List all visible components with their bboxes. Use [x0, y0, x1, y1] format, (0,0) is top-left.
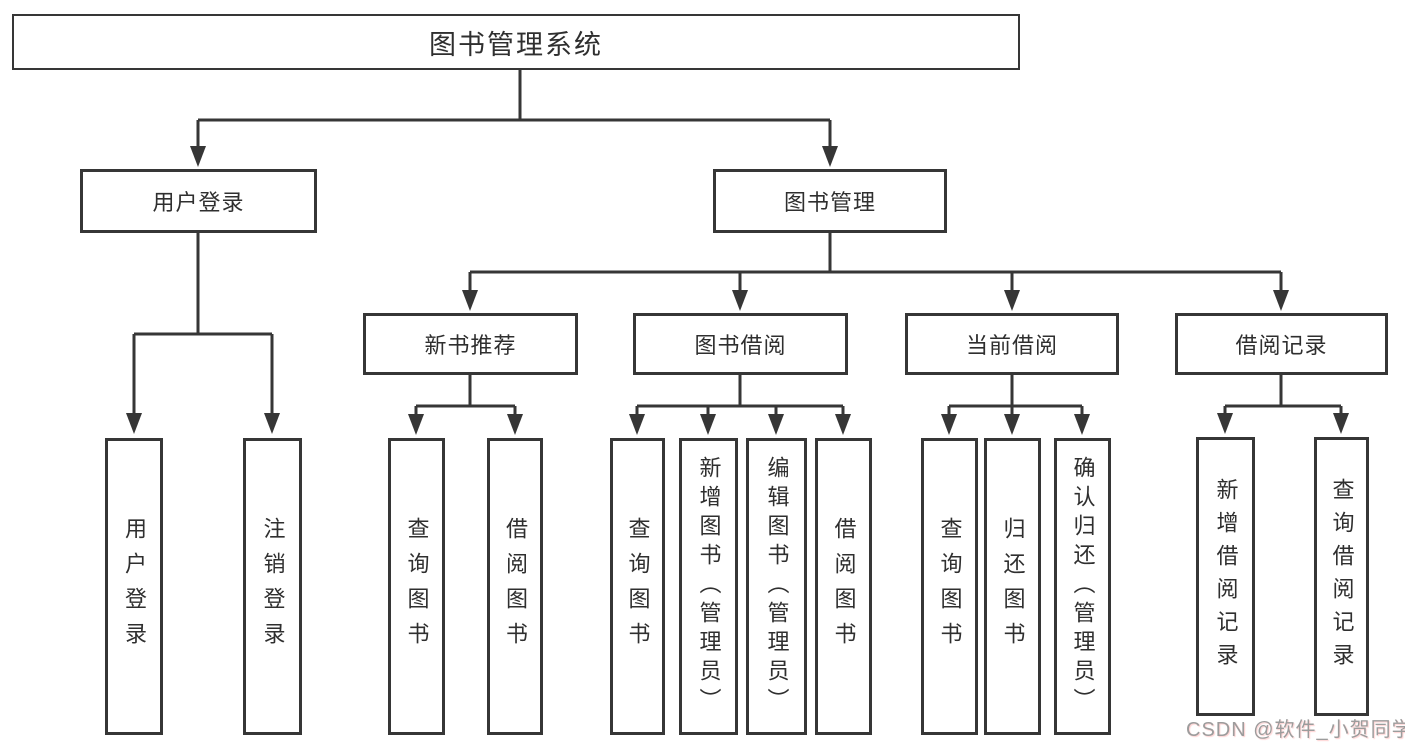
node-label: 借阅图书	[831, 516, 857, 657]
connector-path	[947, 375, 1084, 419]
csdn-watermark: CSDN @软件_小贺同学	[1186, 719, 1405, 741]
leaf-logout: 注销登录	[243, 438, 302, 735]
node-label: 注销登录	[260, 516, 286, 657]
connector-path	[1223, 375, 1343, 418]
leaf-query-borrow-record: 查询借阅记录	[1314, 437, 1369, 716]
arrowhead-down-icon	[941, 414, 957, 435]
leaf-borrow-books-borrowing: 借阅图书	[815, 438, 872, 735]
node-current-borrowing: 当前借阅	[905, 313, 1119, 375]
connector-user-login-split	[126, 233, 280, 434]
arrowhead-down-icon	[700, 414, 716, 435]
leaf-borrow-books-recommend: 借阅图书	[487, 438, 543, 735]
node-label: 新增图书（管理员）	[696, 456, 722, 717]
connector-current-borrow-split	[941, 375, 1090, 435]
arrowhead-down-icon	[408, 414, 424, 435]
leaf-return-books: 归还图书	[984, 438, 1041, 735]
leaf-confirm-return-admin: 确认归还（管理员）	[1054, 438, 1111, 735]
node-new-book-recommend: 新书推荐	[363, 313, 578, 375]
arrowhead-down-icon	[507, 414, 523, 435]
connector-path	[132, 233, 274, 418]
arrowhead-down-icon	[1217, 413, 1233, 434]
leaf-add-borrow-record: 新增借阅记录	[1196, 437, 1255, 716]
leaf-query-books-borrowing: 查询图书	[610, 438, 665, 735]
arrowhead-down-icon	[126, 413, 142, 434]
connector-path	[414, 375, 517, 419]
leaf-add-book-admin: 新增图书（管理员）	[679, 438, 738, 735]
leaf-user-login: 用户登录	[105, 438, 163, 735]
connector-path	[468, 233, 1283, 295]
arrowhead-down-icon	[1273, 290, 1289, 311]
connector-path	[635, 375, 845, 419]
connector-borrow-records-split	[1217, 375, 1349, 434]
connector-path	[196, 67, 832, 151]
leaf-query-books-recommend: 查询图书	[388, 438, 445, 735]
connector-root-split	[190, 67, 838, 167]
node-label: 借阅记录	[1235, 333, 1328, 358]
arrowhead-down-icon	[835, 414, 851, 435]
node-label: 编辑图书（管理员）	[764, 456, 790, 717]
node-borrowing-records: 借阅记录	[1175, 313, 1388, 375]
arrowhead-down-icon	[1004, 414, 1020, 435]
arrowhead-down-icon	[629, 414, 645, 435]
arrowhead-down-icon	[462, 290, 478, 311]
arrowhead-down-icon	[190, 146, 206, 167]
node-book-management: 图书管理	[713, 169, 947, 233]
node-book-borrowing: 图书借阅	[633, 313, 848, 375]
connector-new-book-rec-split	[408, 375, 523, 435]
node-library-management-system: 图书管理系统	[12, 14, 1020, 70]
node-label: 归还图书	[1000, 516, 1026, 657]
node-label: 查询图书	[937, 516, 963, 657]
node-label: 新书推荐	[424, 333, 517, 358]
node-label: 当前借阅	[965, 333, 1058, 358]
node-label: 查询借阅记录	[1329, 477, 1355, 676]
leaf-query-books-current: 查询图书	[921, 438, 978, 735]
leaf-edit-book-admin: 编辑图书（管理员）	[746, 438, 807, 735]
node-label: 用户登录	[122, 516, 147, 657]
arrowhead-down-icon	[822, 146, 838, 167]
node-label: 新增借阅记录	[1213, 477, 1239, 676]
node-user-login: 用户登录	[80, 169, 317, 233]
arrowhead-down-icon	[264, 413, 280, 434]
arrowhead-down-icon	[1333, 413, 1349, 434]
arrowhead-down-icon	[1074, 414, 1090, 435]
connector-book-mgmt-split	[462, 233, 1289, 311]
node-label: 借阅图书	[503, 516, 528, 657]
node-label: 用户登录	[152, 190, 245, 215]
arrowhead-down-icon	[1004, 290, 1020, 311]
arrowhead-down-icon	[732, 290, 748, 311]
node-label: 图书管理	[783, 190, 876, 215]
node-label: 图书管理系统	[429, 29, 603, 60]
node-label: 查询图书	[625, 516, 651, 657]
node-label: 确认归还（管理员）	[1070, 456, 1096, 717]
arrowhead-down-icon	[768, 414, 784, 435]
node-label: 图书借阅	[694, 333, 787, 358]
node-label: 查询图书	[404, 516, 430, 657]
connector-book-borrow-split	[629, 375, 851, 435]
